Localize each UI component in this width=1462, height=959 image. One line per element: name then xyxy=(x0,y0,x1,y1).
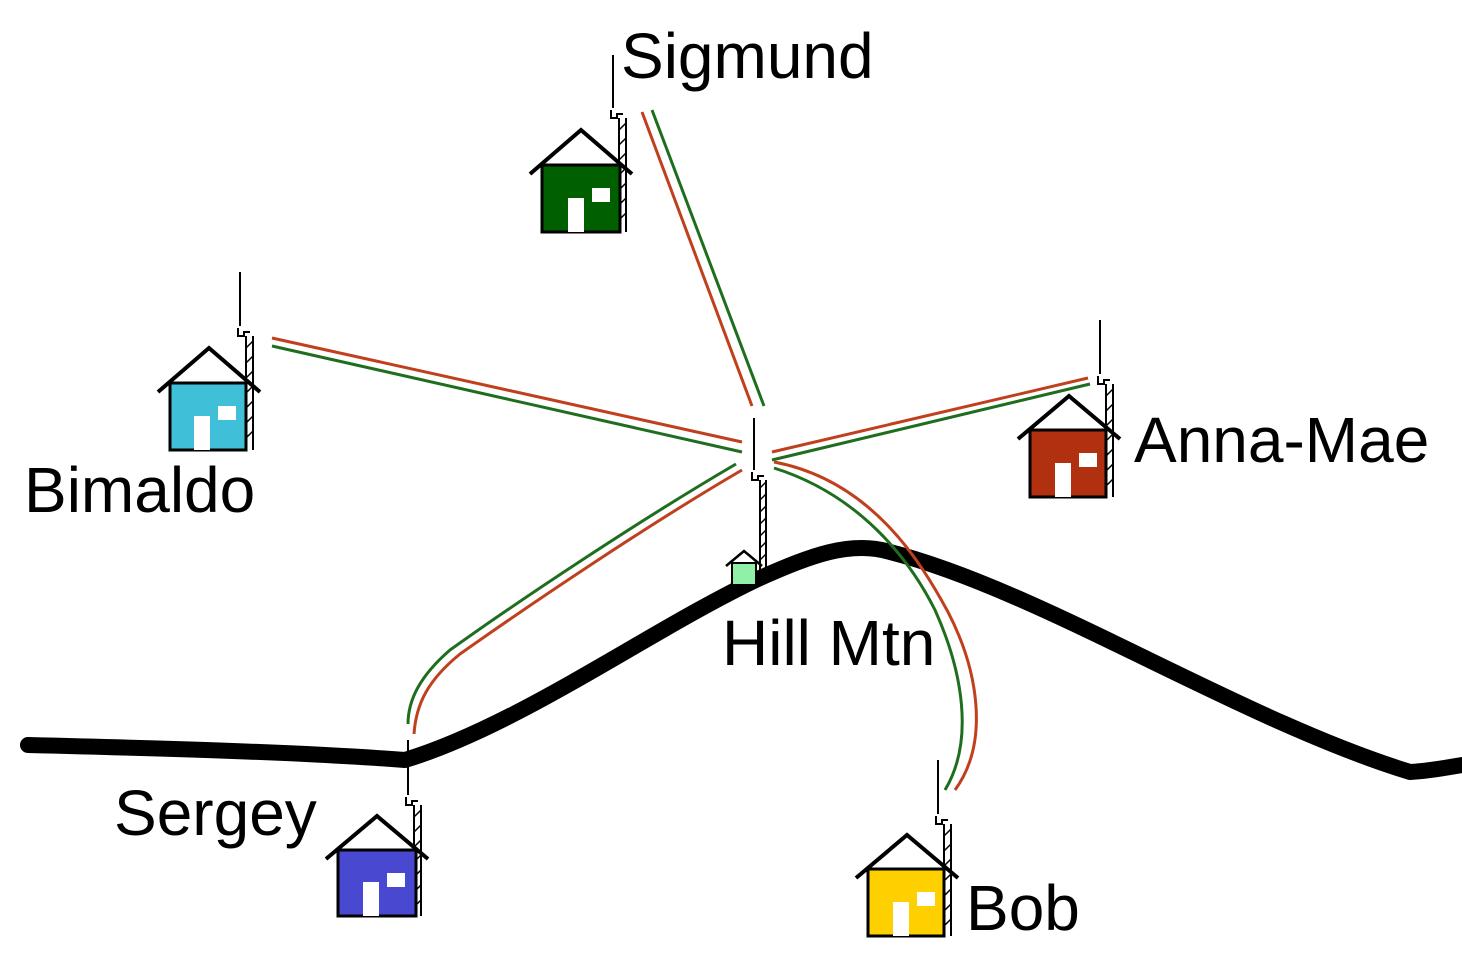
station-sigmund: Sigmund xyxy=(528,20,874,234)
station-label: Bimaldo xyxy=(24,454,255,526)
hub-hill-mtn: Hill Mtn xyxy=(722,418,935,679)
link-anna-mae xyxy=(771,376,1091,462)
link-sergey xyxy=(406,462,743,735)
station-anna-mae: Anna-Mae xyxy=(1016,320,1429,499)
station-sergey: Sergey xyxy=(114,740,430,918)
link-sigmund xyxy=(640,109,766,407)
house-icon xyxy=(725,549,763,586)
house-icon xyxy=(1016,393,1122,499)
radio-tower-icon xyxy=(751,418,767,575)
hill-ridge xyxy=(20,539,1462,780)
station-label: Sigmund xyxy=(621,20,874,92)
house-icon xyxy=(854,832,960,938)
radio-links xyxy=(271,109,1091,791)
station-bimaldo: Bimaldo xyxy=(24,272,262,526)
house-icon xyxy=(528,127,634,234)
house-icon xyxy=(324,813,430,918)
station-label: Sergey xyxy=(114,777,317,849)
station-bob: Bob xyxy=(854,760,1080,944)
station-label: Anna-Mae xyxy=(1134,404,1429,476)
station-label: Bob xyxy=(966,872,1080,944)
house-icon xyxy=(156,345,262,452)
link-bob xyxy=(773,460,978,791)
link-bimaldo xyxy=(271,336,743,454)
hub-label: Hill Mtn xyxy=(722,607,935,679)
